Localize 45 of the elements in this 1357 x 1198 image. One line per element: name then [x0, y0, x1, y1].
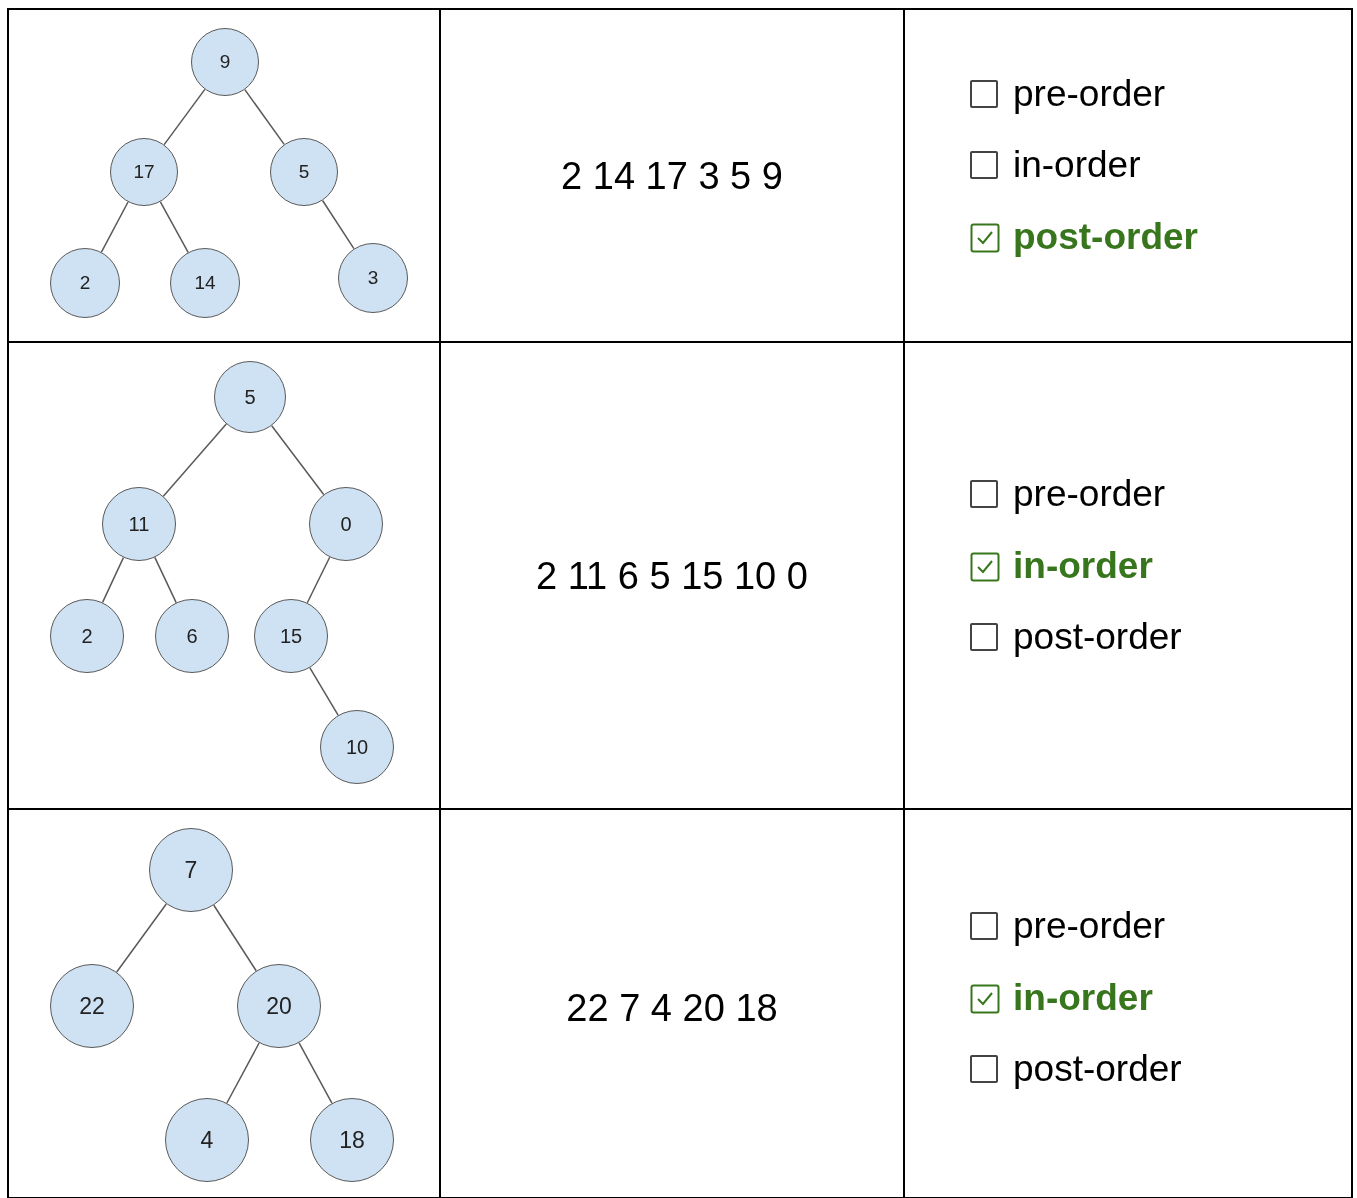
tree-edge — [162, 423, 228, 497]
tree-edge — [101, 556, 125, 604]
tree-node: 18 — [310, 1098, 394, 1182]
tree-edge — [298, 1042, 333, 1104]
option-label: pre-order — [1013, 473, 1166, 515]
tree-edge — [226, 1042, 260, 1104]
tree-edge — [115, 903, 168, 973]
tree-node: 2 — [50, 599, 124, 673]
tree-edge — [306, 556, 331, 604]
tree-edge — [213, 904, 257, 972]
tree-node: 3 — [338, 243, 408, 313]
option-label: post-order — [1013, 1048, 1182, 1090]
tree-edge — [321, 199, 355, 250]
tree-node: 5 — [270, 138, 338, 206]
tree-edge — [270, 424, 325, 496]
tree-node: 4 — [165, 1098, 249, 1182]
tree-node: 7 — [149, 828, 233, 912]
tree-edge — [244, 88, 285, 146]
sequence-text: 2 14 17 3 5 9 — [561, 155, 783, 198]
option-label: pre-order — [1013, 73, 1166, 115]
tree-edge — [154, 556, 177, 604]
tree-node: 2 — [50, 248, 120, 318]
tree-node: 20 — [237, 964, 321, 1048]
option-label: in-order — [1013, 977, 1153, 1019]
option-label: post-order — [1013, 616, 1182, 658]
tree-node: 9 — [191, 28, 259, 96]
tree-node: 15 — [254, 599, 328, 673]
option-label: in-order — [1013, 144, 1141, 186]
sequence-text: 22 7 4 20 18 — [566, 987, 778, 1030]
sequence-text: 2 11 6 5 15 10 0 — [536, 555, 808, 598]
option-label: pre-order — [1013, 905, 1166, 947]
option-label: in-order — [1013, 545, 1153, 587]
tree-node: 17 — [110, 138, 178, 206]
tree-node: 10 — [320, 710, 394, 784]
tree-node: 11 — [102, 487, 176, 561]
tree-edge — [309, 667, 339, 716]
tree-node: 22 — [50, 964, 134, 1048]
tree-node: 6 — [155, 599, 229, 673]
tree-edge — [100, 201, 129, 253]
tree-node: 5 — [214, 361, 286, 433]
tree-node: 14 — [170, 248, 240, 318]
option-label: post-order — [1013, 216, 1198, 258]
tree-edge — [159, 201, 189, 254]
tree-node: 0 — [309, 487, 383, 561]
tree-edge — [163, 88, 206, 146]
